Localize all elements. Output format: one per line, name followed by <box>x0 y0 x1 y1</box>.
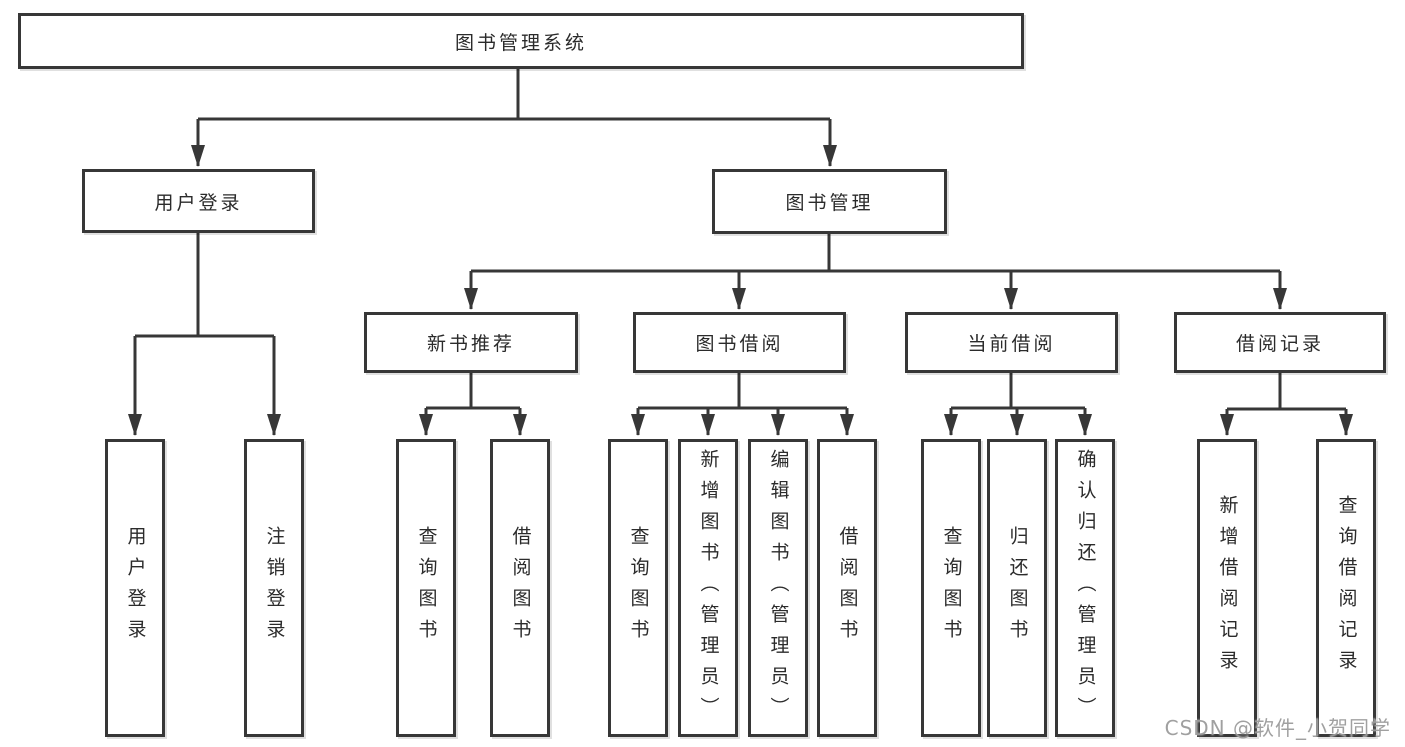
trunk-new-book-recommend <box>426 373 520 410</box>
node-new-book-recommend: 新书推荐 <box>364 312 578 373</box>
node-leaf-query-books-current: 查询图书 <box>921 439 981 737</box>
trunk-book-management <box>471 234 1280 273</box>
node-root: 图书管理系统 <box>18 13 1024 69</box>
node-leaf-logout: 注销登录 <box>244 439 304 737</box>
node-leaf-query-books-recommend: 查询图书 <box>396 439 456 737</box>
node-leaf-query-books-borrowing: 查询图书 <box>608 439 668 737</box>
node-leaf-borrow-books-recommend: 借阅图书 <box>490 439 550 737</box>
node-book-management: 图书管理 <box>712 169 947 234</box>
node-leaf-edit-books-admin: 编辑图书（管理员） <box>748 439 808 737</box>
node-leaf-add-books-admin: 新增图书（管理员） <box>678 439 738 737</box>
trunk-book-borrowing <box>638 373 847 410</box>
trunk-borrowing-records <box>1227 373 1346 411</box>
node-book-borrowing: 图书借阅 <box>633 312 846 373</box>
trunk-user-login-group <box>135 233 274 338</box>
node-leaf-add-borrow-record: 新增借阅记录 <box>1197 439 1257 737</box>
trunk-current-borrowing <box>951 373 1085 410</box>
node-borrowing-records: 借阅记录 <box>1174 312 1386 373</box>
node-leaf-query-borrow-record: 查询借阅记录 <box>1316 439 1376 737</box>
node-user-login-group: 用户登录 <box>82 169 315 233</box>
watermark: CSDN @软件_小贺同学 <box>1164 716 1391 740</box>
trunk-root <box>198 69 830 121</box>
node-current-borrowing: 当前借阅 <box>905 312 1118 373</box>
node-leaf-confirm-return-admin: 确认归还（管理员） <box>1055 439 1115 737</box>
node-leaf-return-books: 归还图书 <box>987 439 1047 737</box>
node-leaf-borrow-books-borrowing: 借阅图书 <box>817 439 877 737</box>
node-leaf-user-login: 用户登录 <box>105 439 165 737</box>
